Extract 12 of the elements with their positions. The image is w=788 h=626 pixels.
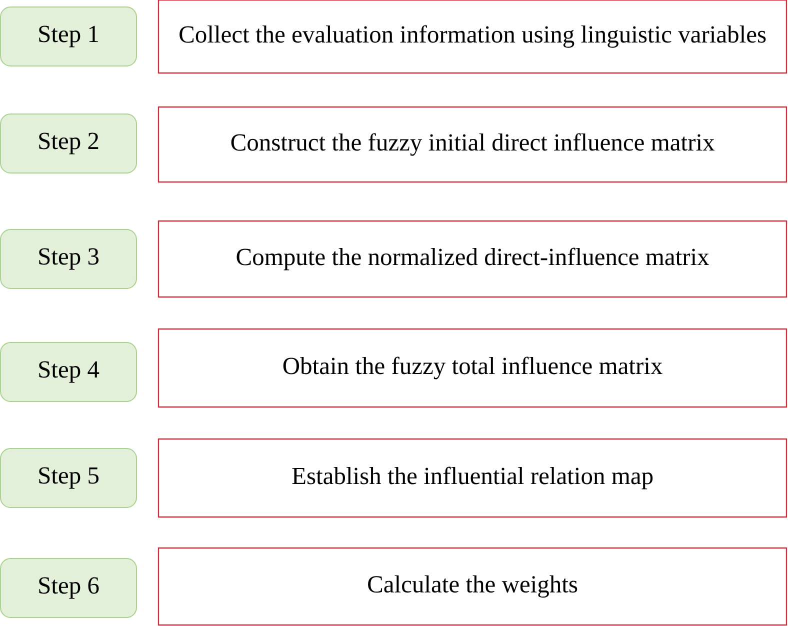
step-box: Step 4	[0, 342, 137, 402]
process-box: Calculate the weights	[158, 547, 788, 626]
process-box: Obtain the fuzzy total influence matrix	[158, 328, 788, 408]
step-box: Step 2	[0, 114, 137, 174]
process-box: Collect the evaluation information using linguistic variables	[158, 0, 788, 74]
step-box: Step 6	[0, 558, 137, 618]
process-box: Establish the influential relation map	[158, 438, 788, 518]
step-box: Step 3	[0, 229, 137, 289]
step-box: Step 5	[0, 448, 137, 508]
process-box: Compute the normalized direct-influence matrix	[158, 220, 788, 298]
step-box: Step 1	[0, 6, 137, 66]
process-box: Construct the fuzzy initial direct influence matrix	[158, 106, 788, 183]
